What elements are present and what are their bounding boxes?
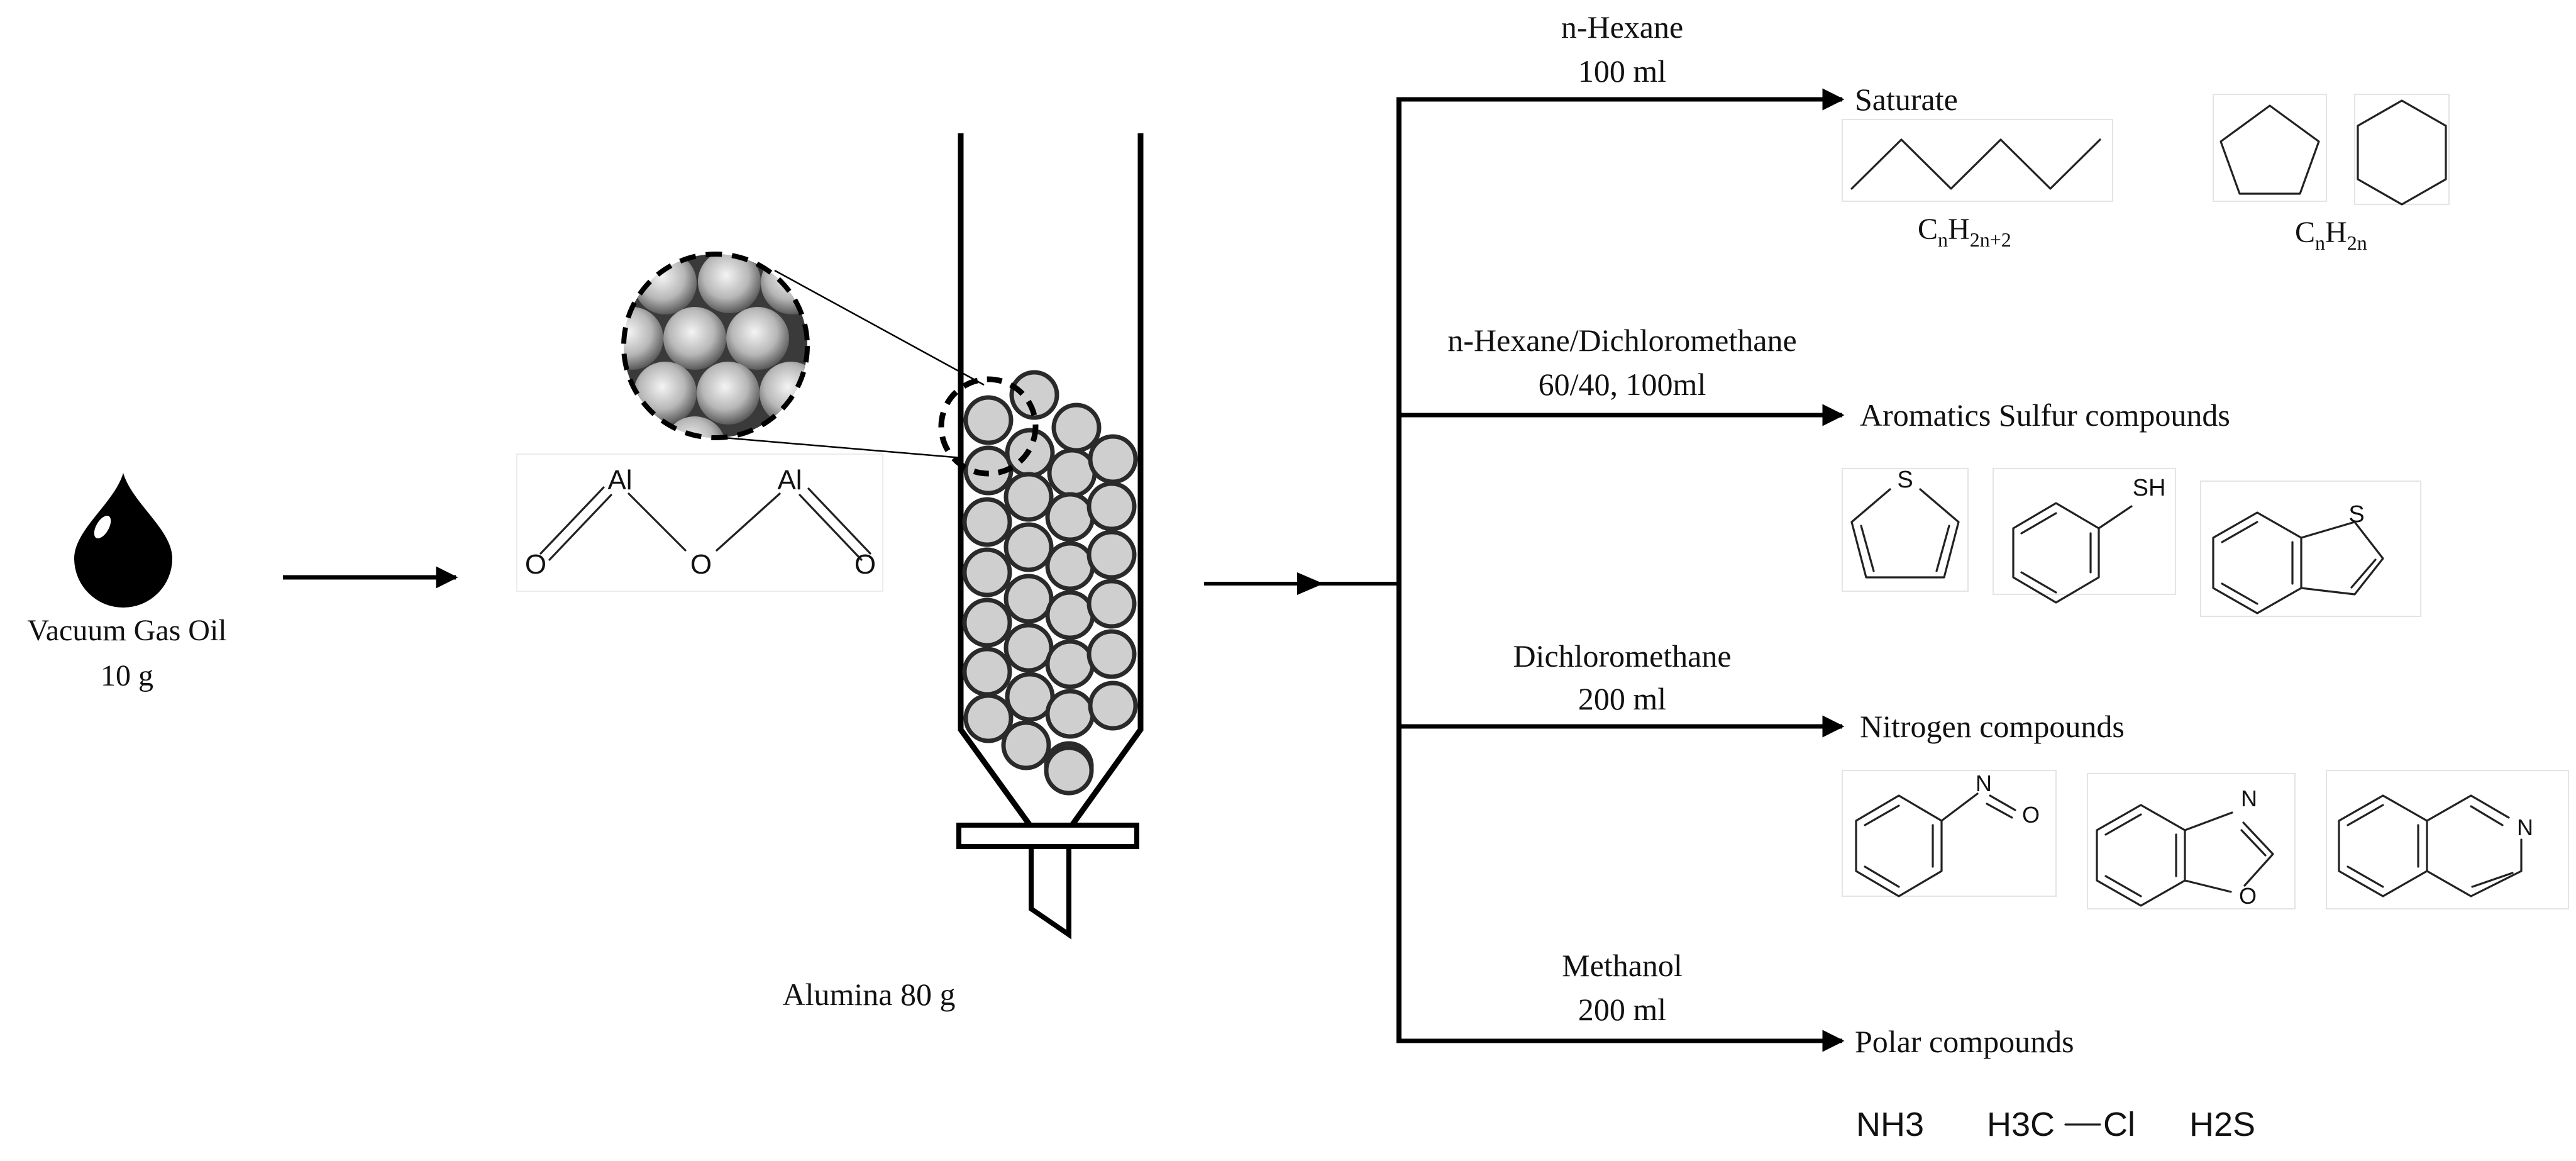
atom-o-right: O — [854, 549, 876, 580]
solvent-1-volume: 100 ml — [1578, 53, 1666, 89]
nitrosobenzene-structure: N O — [1842, 770, 2057, 897]
alumina-bead — [1086, 481, 1137, 531]
alumina-bead — [1088, 680, 1138, 731]
alumina-bead — [1051, 403, 1102, 453]
alumina-bead — [963, 395, 1014, 445]
column-label: Alumina 80 g — [783, 977, 956, 1012]
alumina-bead — [1045, 541, 1095, 591]
benzothiophene-structure: S — [2200, 481, 2421, 617]
polar-nh3: NH3 — [1856, 1106, 1924, 1143]
bead-zoom-bubble — [621, 252, 985, 459]
benzoxazole-structure: N O — [2087, 773, 2296, 909]
alumina-bead — [1003, 574, 1054, 624]
benzoxazole-o-label: O — [2239, 883, 2257, 909]
thiophene-structure: S — [1842, 467, 1969, 592]
feed-amount: 10 g — [101, 659, 153, 692]
alumina-bead — [1044, 745, 1094, 796]
alumina-bead — [1088, 434, 1138, 484]
nitroso-o-label: O — [2022, 802, 2040, 828]
solvent-2-name: n-Hexane/Dichloromethane — [1447, 323, 1796, 358]
solvent-3-name: Dichloromethane — [1513, 638, 1731, 674]
product-1-label: Saturate — [1855, 82, 1958, 117]
product-4-label: Polar compounds — [1855, 1024, 2074, 1059]
alumina-bead — [1045, 689, 1095, 739]
thiophenol-sh-label: SH — [2133, 475, 2166, 501]
alumina-bead-packing — [962, 370, 1138, 796]
alumina-bead — [962, 647, 1012, 697]
isoquinoline-n-label: N — [2517, 814, 2533, 840]
oil-drop-icon — [74, 473, 172, 608]
atom-al-right: Al — [777, 465, 802, 496]
saturate-chain-structure — [1842, 119, 2113, 202]
column-zoom-marker — [938, 376, 1039, 477]
alumina-bead — [962, 597, 1012, 648]
atom-al-left: Al — [607, 465, 632, 496]
alumina-bead — [962, 547, 1012, 597]
alumina-bead — [1045, 639, 1095, 689]
saturate-ring-formula: CnH2n — [2295, 216, 2367, 254]
alumina-structure: Al Al O O O — [516, 453, 883, 592]
polar-chloromethane-cl: Cl — [2103, 1106, 2135, 1143]
product-2-label: Aromatics Sulfur compounds — [1860, 397, 2230, 433]
feed-name: Vacuum Gas Oil — [27, 614, 226, 647]
alumina-bead — [1045, 590, 1095, 640]
alumina-bead — [1003, 472, 1054, 522]
product-3-label: Nitrogen compounds — [1860, 709, 2125, 744]
alumina-bead — [1086, 579, 1137, 629]
solvent-2-volume: 60/40, 100ml — [1539, 367, 1706, 402]
nitroso-n-label: N — [1976, 770, 1992, 796]
benzothiophene-s-label: S — [2348, 501, 2364, 528]
solvent-4-volume: 200 ml — [1578, 992, 1666, 1027]
alumina-bead — [1045, 492, 1095, 542]
cyclopentane-structure — [2213, 94, 2327, 202]
polar-chloromethane: H3C — [1987, 1106, 2055, 1143]
polar-h2s: H2S — [2189, 1106, 2255, 1143]
alumina-bead — [1047, 448, 1097, 498]
solvent-4-name: Methanol — [1562, 948, 1683, 983]
benzoxazole-n-label: N — [2241, 786, 2257, 811]
thiophene-s-label: S — [1897, 467, 1913, 493]
atom-o-left: O — [525, 549, 546, 580]
alumina-bead — [1086, 530, 1137, 580]
alumina-bead — [1003, 623, 1054, 673]
cyclohexane-structure — [2354, 94, 2450, 206]
alumina-bead — [963, 693, 1014, 743]
solvent-1-name: n-Hexane — [1561, 9, 1683, 45]
outlet-arrow-head — [1297, 572, 1324, 595]
isoquinoline-structure: N — [2326, 770, 2569, 909]
alumina-bead — [1003, 522, 1054, 572]
alumina-column — [956, 133, 1144, 940]
alumina-bead — [1001, 720, 1051, 770]
thiophenol-structure: SH — [1993, 468, 2176, 604]
alumina-bead — [962, 497, 1012, 547]
alumina-bead — [1086, 629, 1137, 679]
atom-o-bridge: O — [690, 549, 712, 580]
alumina-bead — [1009, 370, 1059, 420]
solvent-3-volume: 200 ml — [1578, 681, 1666, 716]
saturate-chain-formula: CnH2n+2 — [1918, 213, 2011, 251]
